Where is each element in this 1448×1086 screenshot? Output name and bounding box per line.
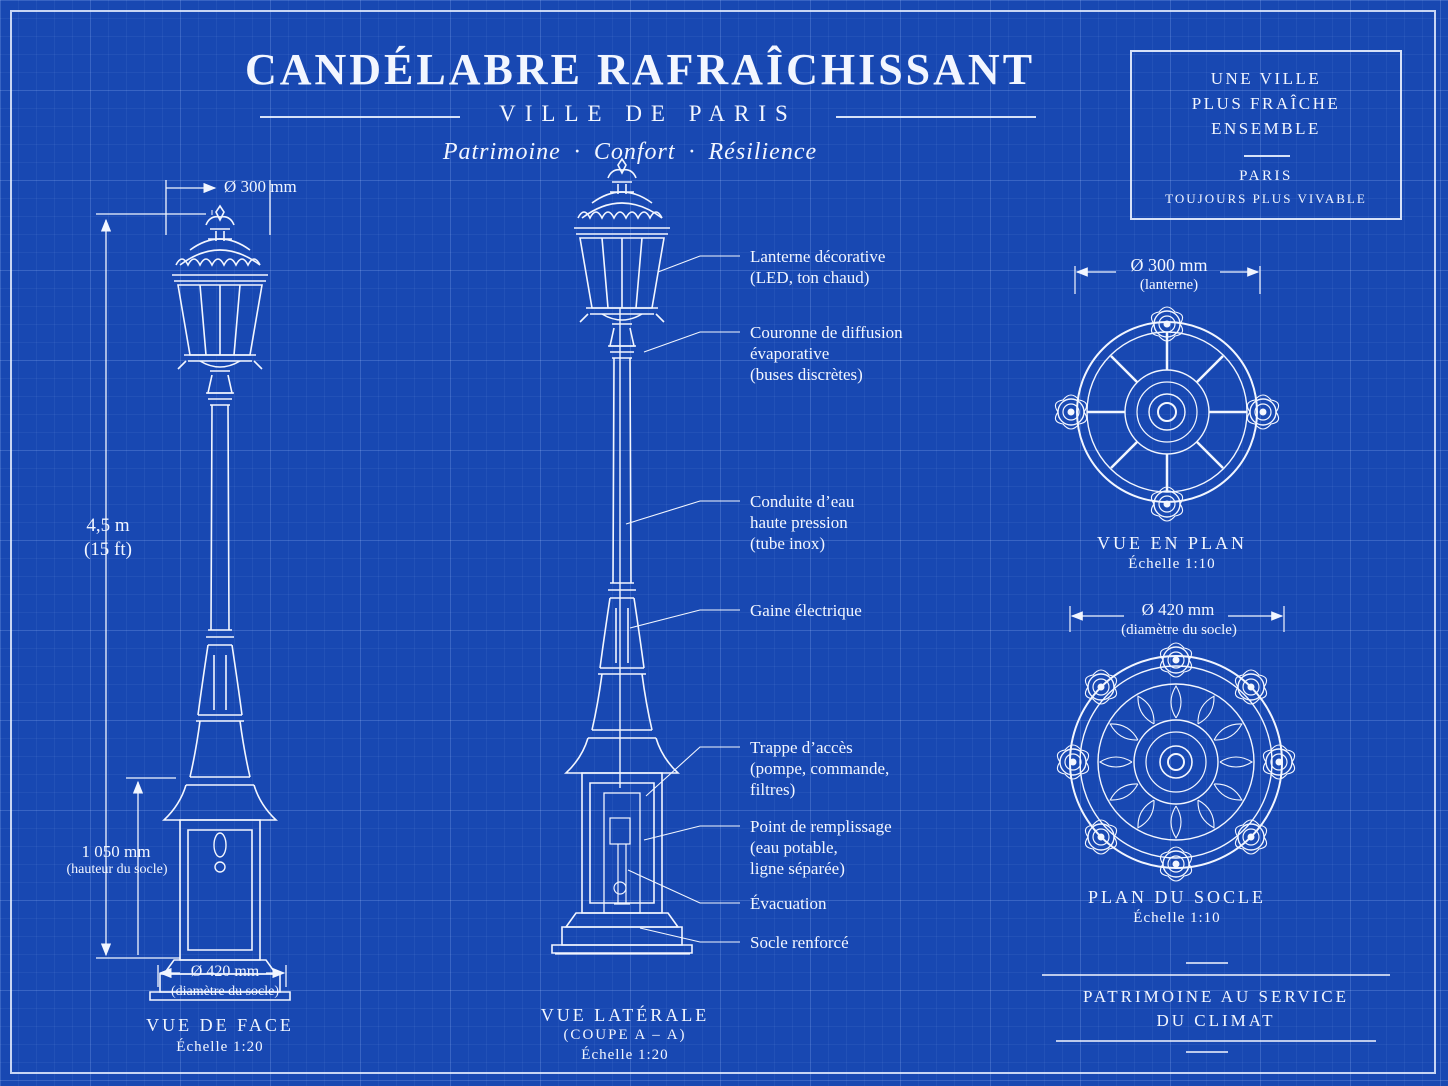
side-view-lamppost (551, 158, 693, 954)
base-plan-diameter: Ø 420 mm (1141, 600, 1215, 619)
subtitle-rule-left (260, 116, 460, 118)
base-plan-dimension (1069, 606, 1285, 632)
page-subtitle: VILLE DE PARIS (499, 101, 797, 126)
front-view-title: VUE DE FACE (146, 1015, 294, 1035)
callout-water-conduit: Conduite d’eau haute pression (tube inox… (750, 492, 855, 553)
plan-view-diameter: Ø 300 mm (1130, 255, 1208, 275)
footer-line-1: PATRIMOINE AU SERVICE (1083, 987, 1349, 1006)
motto-line-3: ENSEMBLE (1211, 119, 1321, 138)
side-view-scale: Échelle 1:20 (581, 1047, 669, 1063)
front-dimensions (96, 180, 287, 987)
sheet-frame (10, 10, 1436, 1074)
plan-view-dimension (1074, 266, 1261, 294)
base-plan-title: PLAN DU SOCLE (1087, 887, 1266, 907)
footer-rules (1042, 962, 1390, 1053)
footer-line-2: DU CLIMAT (1156, 1011, 1276, 1030)
front-base-diameter: Ø 420 mm (190, 963, 260, 980)
callout-reinforced-base: Socle renforcé (750, 933, 849, 952)
callout-electrical-sheath: Gaine électrique (750, 601, 862, 620)
motto-line-1: UNE VILLE (1210, 69, 1322, 88)
motto-slogan: TOUJOURS PLUS VIVABLE (1165, 191, 1367, 206)
base-plan-scale: Échelle 1:10 (1133, 910, 1221, 926)
callout-fill-point: Point de remplissage (eau potable, ligne… (750, 817, 892, 878)
subtitle-rule-right (836, 116, 1036, 118)
callout-access-hatch: Trappe d’accès (pompe, commande, filtres… (750, 738, 890, 799)
plan-view-diameter-note: (lanterne) (1139, 277, 1199, 293)
base-plan-diameter-note: (diamètre du socle) (1121, 622, 1237, 638)
side-view-section: (COUPE A – A) (563, 1027, 687, 1043)
front-base-height: 1 050 mm (81, 842, 151, 861)
callout-lantern: Lanterne décorative (LED, ton chaud) (750, 247, 886, 287)
page-tagline: Patrimoine · Confort · Résilience (442, 139, 818, 165)
plan-view-drawing (1054, 306, 1280, 522)
motto-city: PARIS (1239, 168, 1293, 184)
front-view-lamppost (149, 205, 291, 1001)
side-view-title: VUE LATÉRALE (540, 1005, 710, 1025)
front-view-scale: Échelle 1:20 (176, 1039, 264, 1055)
base-plan-drawing (1056, 642, 1296, 882)
plan-view-title: VUE EN PLAN (1097, 533, 1247, 553)
plan-view-scale: Échelle 1:10 (1128, 556, 1216, 572)
motto-line-2: PLUS FRAÎCHE (1191, 94, 1341, 113)
page-title: CANDÉLABRE RAFRAÎCHISSANT (244, 45, 1036, 94)
front-height-value: 4,5 m (86, 515, 130, 536)
motto-divider (1244, 155, 1290, 157)
callout-leaders (625, 255, 740, 943)
front-base-height-note: (hauteur du socle) (66, 862, 168, 877)
callout-drain: Évacuation (750, 894, 827, 913)
front-base-diameter-note: (diamètre du socle) (170, 984, 280, 999)
motto-box: UNE VILLE PLUS FRAÎCHE ENSEMBLE PARIS TO… (1130, 50, 1402, 220)
front-top-diameter: Ø 300 mm (224, 177, 297, 196)
callout-diffusion-crown: Couronne de diffusion évaporative (buses… (750, 323, 903, 384)
front-height-value-ft: (15 ft) (83, 539, 132, 560)
